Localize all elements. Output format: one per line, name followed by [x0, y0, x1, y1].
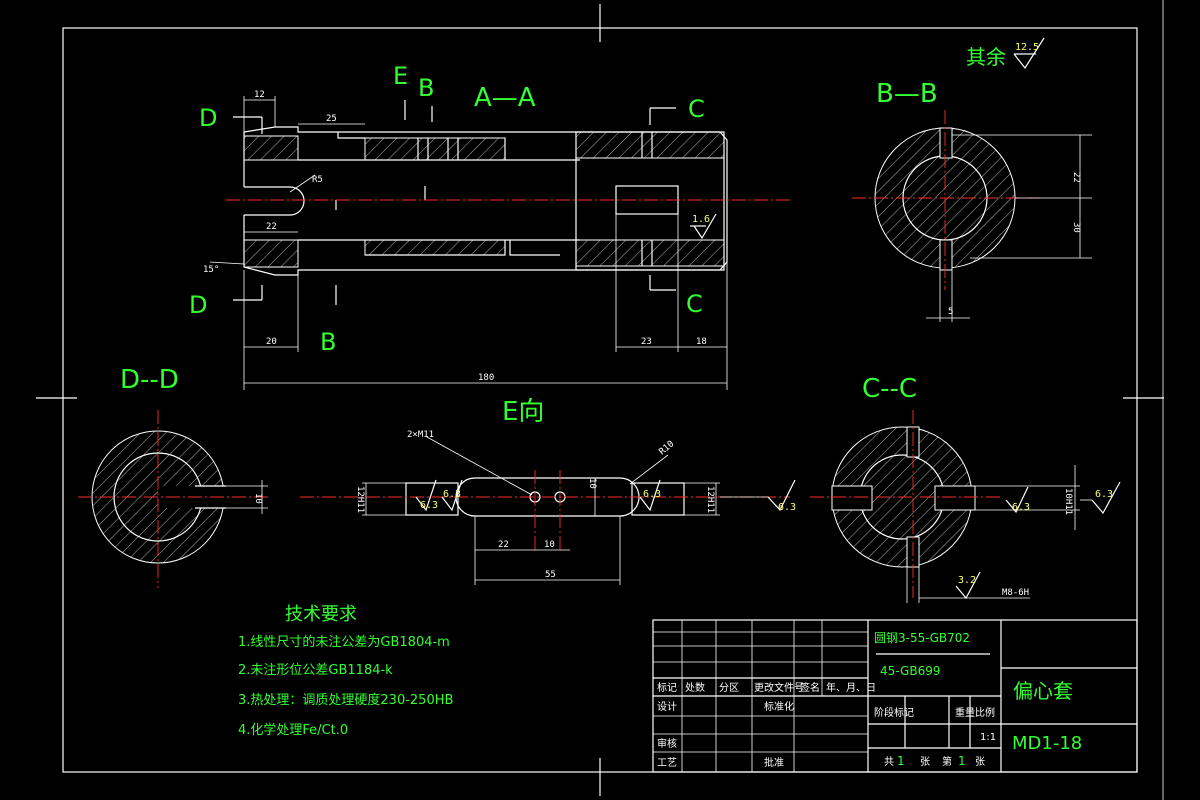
- view-title-cc: C--C: [862, 374, 917, 404]
- section-mark-c-top: C: [688, 95, 705, 123]
- tb-part-name: 偏心套: [1013, 679, 1073, 703]
- tb-design: 设计: [657, 700, 677, 713]
- tb-signature: 签名: [800, 681, 820, 694]
- tb-sheet-prefix: 第: [942, 755, 952, 768]
- tb-zone: 分区: [719, 682, 739, 694]
- tb-date: 年、月、日: [826, 681, 876, 694]
- section-view-cc: C--C 10H11 6.3 6.3 3.2 M8-6H: [810, 374, 1121, 603]
- rough-e-left2: 6.3: [443, 489, 461, 500]
- section-mark-b-top: B: [418, 74, 434, 102]
- tb-material-2: 45-GB699: [880, 664, 940, 678]
- dim-aa-180: 180: [478, 373, 494, 383]
- dim-e-note: 2×M11: [407, 430, 434, 440]
- dim-aa-r5: R5: [312, 175, 323, 185]
- dim-aa-25: 25: [326, 114, 337, 124]
- view-title-bb: B—B: [876, 79, 938, 109]
- dim-aa-15deg: 15°: [203, 265, 219, 275]
- surface-note: 其余 12.5: [966, 37, 1045, 70]
- dim-aa-23: 23: [641, 337, 652, 347]
- tb-sheet-unit: 张: [975, 756, 985, 768]
- dim-dd-10: 10: [253, 493, 263, 504]
- rough-cc-3: 3.2: [958, 575, 976, 586]
- tb-change-doc: 更改文件号: [754, 681, 804, 694]
- tb-approve: 批准: [764, 756, 784, 769]
- tb-scale: 1:1: [980, 732, 996, 743]
- section-mark-c-bottom: C: [686, 290, 703, 318]
- rough-e-right2: 6.3: [778, 502, 796, 513]
- dim-aa-22: 22: [266, 222, 277, 232]
- dim-e-r10: R10: [658, 439, 677, 457]
- tb-sheets-total-prefix: 共: [884, 756, 894, 768]
- tb-sheets-unit: 张: [920, 756, 930, 768]
- tb-process: 工艺: [657, 757, 677, 769]
- section-mark-e: E: [393, 62, 408, 90]
- requirement-4: 4.化学处理Fe/Ct.0: [238, 722, 348, 738]
- view-title-dd: D--D: [120, 365, 179, 395]
- dim-bb-22: 22: [1071, 172, 1081, 183]
- tb-scale-label: 比例: [975, 706, 995, 719]
- section-view-dd: D--D 10: [78, 365, 268, 588]
- dim-bb-30: 30: [1071, 222, 1081, 233]
- dim-cc-fit: 10H11: [1063, 488, 1073, 515]
- rough-e-left: 6.3: [420, 500, 438, 511]
- technical-requirements: 技术要求 1.线性尺寸的未注公差为GB1804-m 2.未注形位公差GB1184…: [238, 604, 453, 738]
- dim-bb-5: 5: [948, 307, 953, 317]
- surface-note-value: 12.5: [1015, 42, 1039, 53]
- dim-cc-thread: M8-6H: [1002, 588, 1029, 598]
- requirement-1: 1.线性尺寸的未注公差为GB1804-m: [238, 634, 450, 650]
- dim-aa-20: 20: [266, 337, 277, 347]
- view-title-aa: A—A: [474, 83, 536, 113]
- surface-note-label: 其余: [966, 45, 1006, 69]
- section-view-aa: A—A E B B C C D D: [189, 62, 790, 390]
- view-e: E向 2×M11 R10 10 22 10 55 12H11 12H11 6.3: [300, 397, 796, 585]
- sheet-frame: [36, 0, 1164, 800]
- dim-aa-12: 12: [254, 90, 265, 100]
- rough-cc-1: 6.3: [1012, 502, 1030, 513]
- dim-e-55: 55: [545, 570, 556, 580]
- title-block: 标记 处数 分区 更改文件号 签名 年、月、日 设计 标准化 审核 工艺 批准 …: [652, 619, 1138, 773]
- tb-weight: 重量: [955, 706, 975, 719]
- section-mark-b-bottom: B: [320, 328, 336, 356]
- requirements-heading: 技术要求: [285, 604, 357, 625]
- section-mark-d-bottom: D: [189, 291, 207, 319]
- dim-e-left12: 12H11: [355, 486, 365, 513]
- dim-e-22: 22: [498, 540, 509, 550]
- dim-e-10: 10: [587, 478, 597, 489]
- requirement-3: 3.热处理：调质处理硬度230-250HB: [238, 692, 453, 708]
- dim-aa-18: 18: [696, 337, 707, 347]
- view-title-e: E向: [502, 397, 544, 427]
- section-mark-d-top: D: [199, 104, 217, 132]
- rough-e-right: 6.3: [643, 489, 661, 500]
- requirement-2: 2.未注形位公差GB1184-k: [238, 663, 393, 678]
- tb-drawing-no: MD1-18: [1012, 733, 1082, 754]
- rough-aa-1-6: 1.6: [692, 214, 710, 225]
- tb-mark: 标记: [657, 682, 677, 694]
- tb-sheets-total: 1: [897, 754, 905, 768]
- dim-e-10b: 10: [544, 540, 555, 550]
- tb-standardize: 标准化: [764, 700, 794, 713]
- section-view-bb: B—B 22 30 5: [852, 79, 1092, 322]
- tb-sheet-no: 1: [958, 754, 966, 768]
- tb-review: 审核: [657, 737, 677, 750]
- rough-cc-2: 6.3: [1095, 489, 1113, 500]
- dim-e-right12: 12H11: [705, 486, 715, 513]
- tb-count: 处数: [685, 681, 705, 694]
- tb-material-1: 圆钢3-55-GB702: [874, 631, 970, 645]
- tb-stage-mark: 阶段标记: [874, 706, 914, 719]
